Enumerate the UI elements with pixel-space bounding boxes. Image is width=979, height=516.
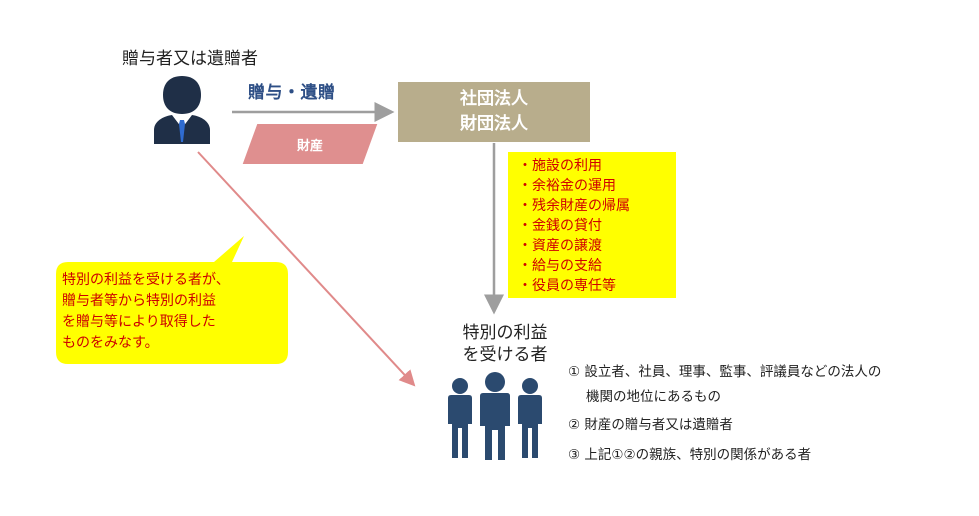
- special-benefit-list: ・施設の利用 ・余裕金の運用 ・残余財産の帰属 ・金銭の貸付 ・資産の譲渡 ・給…: [508, 152, 676, 298]
- callout-line: 特別の利益を受ける者が、: [62, 272, 230, 288]
- condition-item-3: ③ 上記①②の親族、特別の関係がある者: [568, 447, 812, 463]
- corporation-line2: 財団法人: [460, 114, 528, 134]
- property-label: 財産: [296, 139, 323, 154]
- benefit-item: ・給与の支給: [518, 258, 602, 274]
- condition-item-2: ② 財産の贈与者又は遺贈者: [568, 417, 733, 433]
- recipient-line1: 特別の利益: [462, 323, 548, 343]
- condition-item-1: ① 設立者、社員、理事、監事、評議員などの法人の: [568, 364, 882, 380]
- benefit-item: ・余裕金の運用: [518, 178, 616, 194]
- callout-line: を贈与等により取得した: [62, 314, 216, 330]
- callout-line: 贈与者等から特別の利益: [62, 293, 216, 309]
- gift-bequest-label: 贈与・遺贈: [248, 83, 336, 103]
- deemed-gift-arrow: [197, 151, 416, 387]
- recipient-line2: を受ける者: [462, 345, 548, 365]
- people-group-icon: [440, 370, 550, 464]
- benefit-item: ・役員の専任等: [518, 278, 616, 294]
- benefit-item: ・残余財産の帰属: [518, 198, 630, 214]
- callout-bubble: [56, 236, 288, 364]
- recipient-title: 特別の利益 を受ける者: [430, 322, 580, 366]
- benefit-item: ・資産の譲渡: [518, 238, 602, 254]
- donor-title: 贈与者又は遺贈者: [122, 49, 258, 69]
- condition-item-1-cont: 機関の地位にあるもの: [586, 389, 721, 405]
- businessman-icon: [150, 74, 214, 148]
- benefit-item: ・施設の利用: [518, 158, 602, 174]
- corporation-line1: 社団法人: [460, 89, 528, 109]
- recipient-conditions-list: ① 設立者、社員、理事、監事、評議員などの法人の 機関の地位にあるもの ② 財産…: [568, 360, 948, 470]
- callout-text: 特別の利益を受ける者が、 贈与者等から特別の利益 を贈与等により取得した ものを…: [62, 270, 292, 354]
- benefit-item: ・金銭の貸付: [518, 218, 602, 234]
- callout-line: ものをみなす。: [62, 335, 159, 351]
- corporation-box: 社団法人 財団法人: [398, 82, 590, 142]
